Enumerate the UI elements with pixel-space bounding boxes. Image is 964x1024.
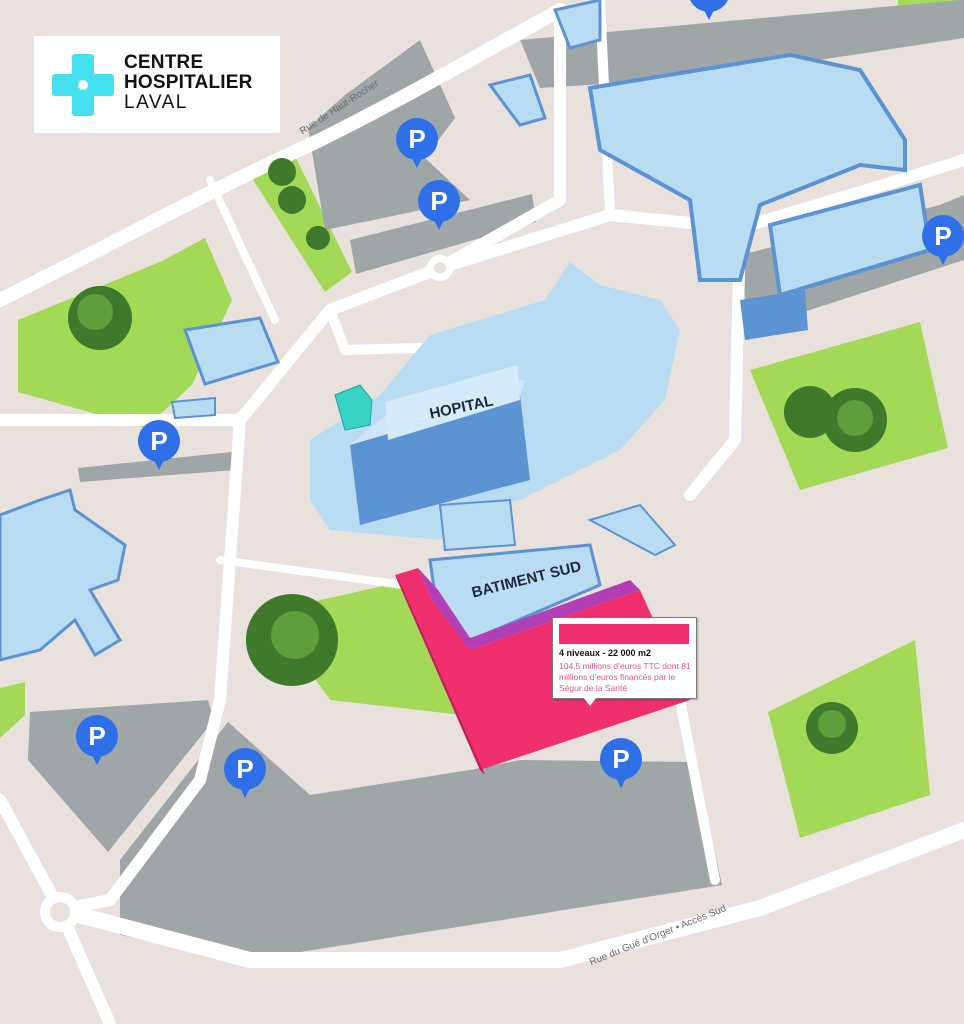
building-top-small [552,0,602,50]
road-haut-rocher [0,3,567,307]
tree-cluster-west [68,286,132,350]
green-space-north [250,150,352,292]
callout-color-bar [559,624,689,644]
parking-lot-south [120,722,722,960]
parking-pin-icon[interactable]: P [138,420,180,474]
callout-pointer [583,697,597,706]
new-building-side [395,575,485,775]
building-small-north [487,73,547,127]
road-west [54,414,246,916]
parking-pin-icon[interactable]: P [76,715,118,769]
road-diagonal [206,176,279,324]
logo-line-3: LAVAL [124,92,188,113]
building-west-small [182,316,281,386]
callout-body: 104,5 millions d’euros TTC dont 81 milli… [559,661,691,693]
road-inner-loop [0,4,566,426]
tree-cluster-north [268,158,330,250]
building-west-tiny [170,396,216,420]
parking-lot-southwest [28,700,214,852]
parking-pin-icon[interactable]: P [418,180,460,234]
logo-line-2: HOSPITALIER [124,72,253,93]
trees [68,158,887,754]
building-north-complex [587,52,907,282]
roundabout-southwest-island [50,902,70,922]
tree-cluster-southeast [806,702,858,754]
parking-pin-icon[interactable]: P [396,118,438,172]
batiment-sud-wing [587,503,677,557]
hospital-tower-front [350,395,530,525]
hospital-logo: CENTRE HOSPITALIER LAVAL [34,36,280,133]
callout-headline: 4 niveaux - 22 000 m2 [559,648,652,658]
tree-cluster-east [784,386,887,452]
parking-pin-icon[interactable]: P [224,748,266,802]
tree-cluster-center [246,594,338,686]
hospital-label-roof [385,365,520,440]
hospital-connector [438,498,517,552]
building-east-annex [740,290,808,340]
parking-lot-top [520,0,964,88]
road-south-east [675,695,720,885]
roundabout-north-island [434,262,446,274]
parking-pin-icon[interactable]: P [600,738,642,792]
project-callout: 4 niveaux - 22 000 m2 104,5 millions d’e… [552,617,697,706]
logo-line-1: CENTRE [124,52,204,73]
hospital-teal-block [334,384,373,431]
green-space-west-edge [0,682,25,738]
parking-pin-icon[interactable]: P [922,215,964,269]
medical-cross-icon [52,54,114,116]
road-east [684,222,746,501]
road-gue-orger [52,822,964,968]
parking-lot-north-strip [350,194,536,274]
building-west-complex [0,488,127,662]
parking-pin-icon[interactable]: P [688,0,730,24]
